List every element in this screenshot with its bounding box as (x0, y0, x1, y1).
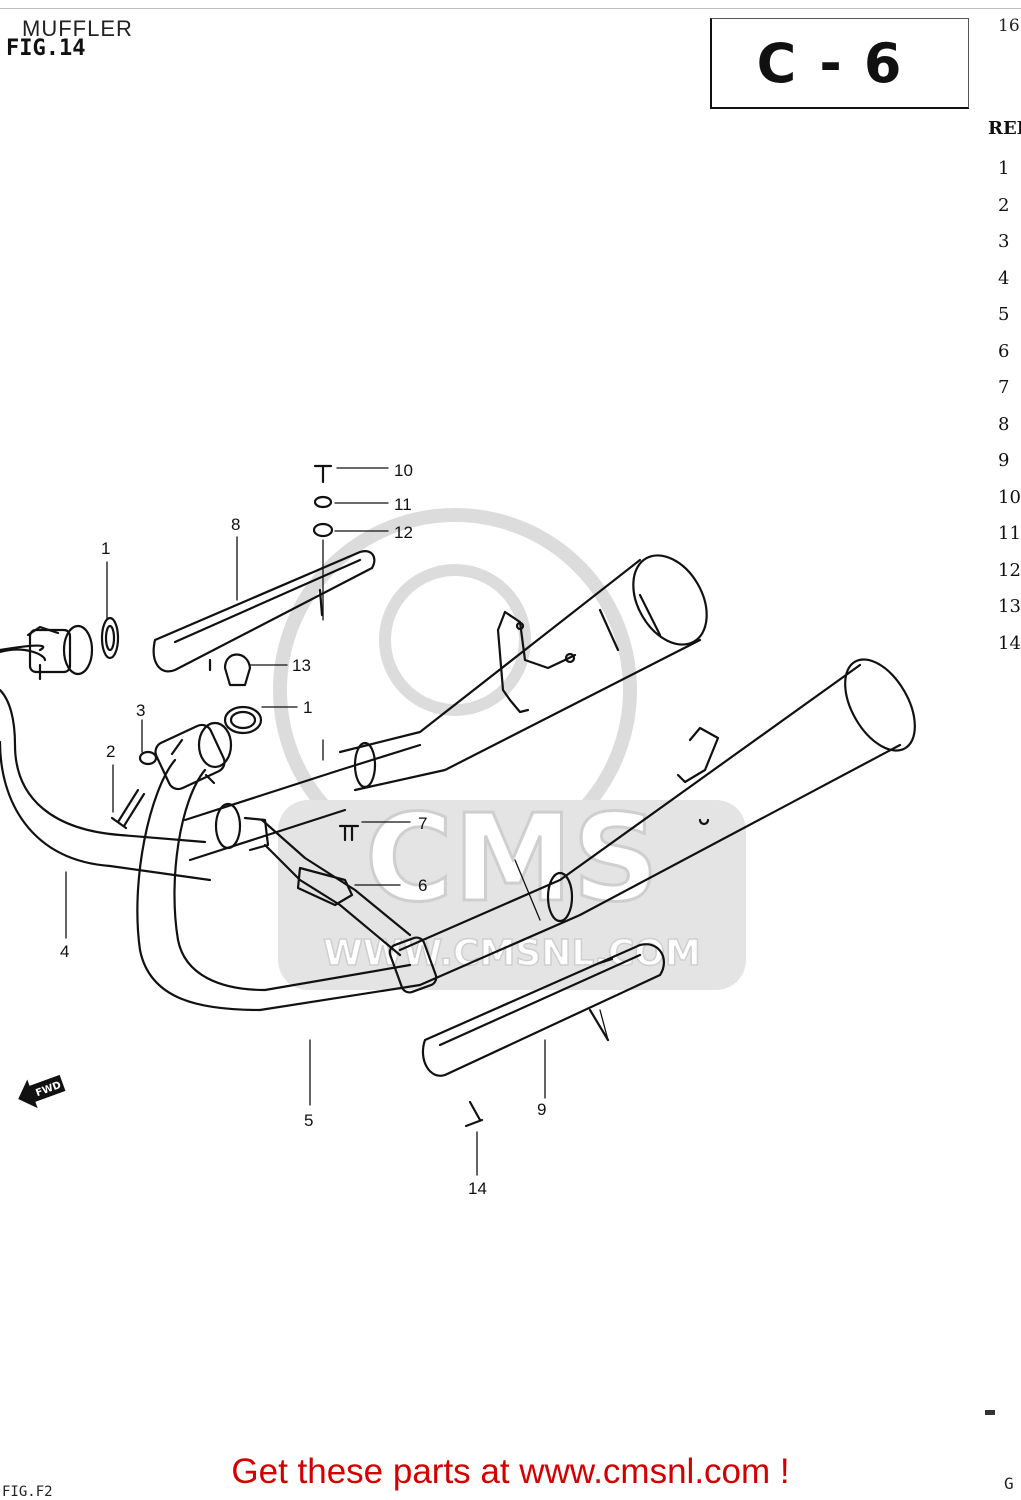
figure-label: FIG.14 (6, 36, 86, 61)
screw (313, 464, 333, 484)
heat-shield-upper (152, 550, 376, 673)
heat-shield-lower (421, 943, 666, 1077)
ref-number: 7 (998, 377, 1010, 398)
callout-10: 10 (394, 461, 413, 480)
muffler-lower (398, 658, 916, 987)
callout-7: 7 (418, 814, 427, 833)
page-number: 16 (998, 16, 1020, 36)
page-title: MUFFLER (22, 16, 133, 41)
muffler-upper (338, 554, 708, 792)
callout-11: 11 (394, 495, 412, 514)
callout-12: 12 (394, 523, 413, 542)
callout-1-top: 1 (101, 539, 110, 558)
clamp (223, 653, 252, 687)
washer (138, 750, 158, 766)
section-code-box: C-6 (710, 18, 969, 109)
exhaust-pipe-right (136, 721, 422, 1012)
bolt (110, 788, 146, 830)
washer (312, 522, 334, 538)
watermark-mascot-head (379, 564, 531, 716)
callout-5: 5 (304, 1111, 313, 1130)
callout-9: 9 (537, 1100, 546, 1119)
ref-number: 5 (998, 304, 1010, 325)
fwd-arrow-icon: FWD (18, 1074, 66, 1109)
watermark-url: WWW.CMSNL.COM (323, 933, 701, 974)
callout-13: 13 (292, 656, 311, 675)
ref-number-list: 1 2 3 4 5 6 7 8 9 10 11 12 13 14 (998, 158, 1021, 669)
gasket-lower (223, 705, 263, 735)
balance-pipe (183, 743, 438, 994)
callout-4: 4 (60, 942, 69, 961)
ref-number: 4 (998, 267, 1010, 289)
callout-6: 6 (418, 876, 427, 895)
callout-8: 8 (231, 515, 240, 534)
washer (313, 495, 333, 509)
ref-number: 2 (998, 194, 1010, 216)
bolt (338, 824, 360, 842)
ref-number: 12 (998, 559, 1021, 581)
callout-3: 3 (136, 701, 145, 720)
ref-number: 14 (998, 632, 1021, 654)
ref-number: 10 (998, 486, 1021, 508)
screw (464, 1100, 484, 1128)
leader-lines (65, 467, 609, 1176)
ref-number: 11 (998, 523, 1021, 544)
ref-number: 6 (998, 340, 1010, 362)
callout-1-gasket: 1 (303, 698, 312, 717)
footer-left-code: FIG.F2 (2, 1484, 53, 1500)
ref-number: 1 (998, 158, 1010, 179)
ref-number: 8 (998, 413, 1010, 435)
footer-right-code: G (1004, 1474, 1014, 1493)
gasket-top (100, 616, 120, 660)
footer-promo: Get these parts at www.cmsnl.com ! (231, 1452, 790, 1491)
callout-14: 14 (468, 1179, 487, 1198)
watermark-brand: CMS (365, 790, 659, 929)
margin-mark (985, 1410, 995, 1415)
callout-2: 2 (106, 742, 115, 761)
exhaust-pipe-left (0, 624, 212, 882)
ref-column-header: REF (988, 118, 1021, 139)
ref-number: 9 (998, 450, 1010, 471)
pipe-clamp (296, 866, 354, 907)
ref-number: 13 (998, 596, 1021, 617)
watermark-banner (278, 800, 746, 990)
watermark: CMS WWW.CMSNL.COM (273, 508, 746, 990)
top-rule (0, 8, 1021, 9)
ref-number: 3 (998, 231, 1010, 252)
